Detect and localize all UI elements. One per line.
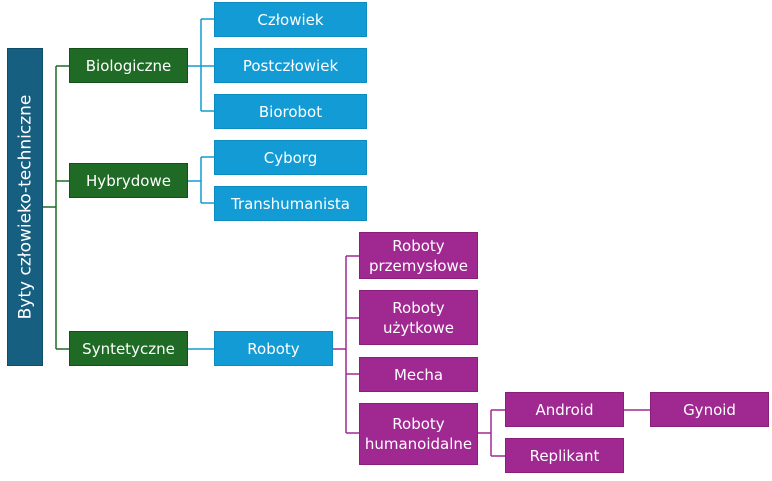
root-label: Byty człowieko-techniczne xyxy=(15,94,35,320)
label: Człowiek xyxy=(257,10,324,29)
node-replikant: Replikant xyxy=(505,438,624,473)
node-roboty-przemyslowe: Roboty przemysłowe xyxy=(359,232,478,279)
label: Android xyxy=(535,400,594,419)
label: Transhumanista xyxy=(230,194,351,213)
label: Biologiczne xyxy=(85,56,172,75)
label: Hybrydowe xyxy=(86,171,171,190)
node-mecha: Mecha xyxy=(359,357,478,392)
label: Roboty humanoidalne xyxy=(364,415,473,453)
node-syntetyczne: Syntetyczne xyxy=(69,331,188,366)
label: Roboty xyxy=(247,339,300,358)
node-hybrydowe: Hybrydowe xyxy=(69,163,188,198)
node-roboty-humanoidalne: Roboty humanoidalne xyxy=(359,403,478,465)
root-node: Byty człowieko-techniczne xyxy=(7,48,43,366)
label: Roboty przemysłowe xyxy=(368,236,469,275)
label: Cyborg xyxy=(263,148,318,167)
node-biorobot: Biorobot xyxy=(214,94,367,129)
label: Gynoid xyxy=(683,400,736,419)
label: Postczłowiek xyxy=(242,56,339,75)
label: Roboty użytkowe xyxy=(383,298,454,337)
node-postczlowiek: Postczłowiek xyxy=(214,48,367,83)
node-cyborg: Cyborg xyxy=(214,140,367,175)
node-android: Android xyxy=(505,392,624,427)
category-connectors xyxy=(188,18,214,350)
robot-connectors xyxy=(332,255,650,457)
label: Syntetyczne xyxy=(82,339,175,358)
node-czlowiek: Człowiek xyxy=(214,2,367,37)
root-connectors xyxy=(43,65,69,350)
node-transhumanista: Transhumanista xyxy=(214,186,367,221)
node-roboty-uzytkowe: Roboty użytkowe xyxy=(359,290,478,345)
node-gynoid: Gynoid xyxy=(650,392,769,427)
label: Mecha xyxy=(393,365,444,384)
node-roboty: Roboty xyxy=(214,331,333,366)
label: Replikant xyxy=(529,446,600,465)
node-biologiczne: Biologiczne xyxy=(69,48,188,83)
label: Biorobot xyxy=(258,102,323,121)
